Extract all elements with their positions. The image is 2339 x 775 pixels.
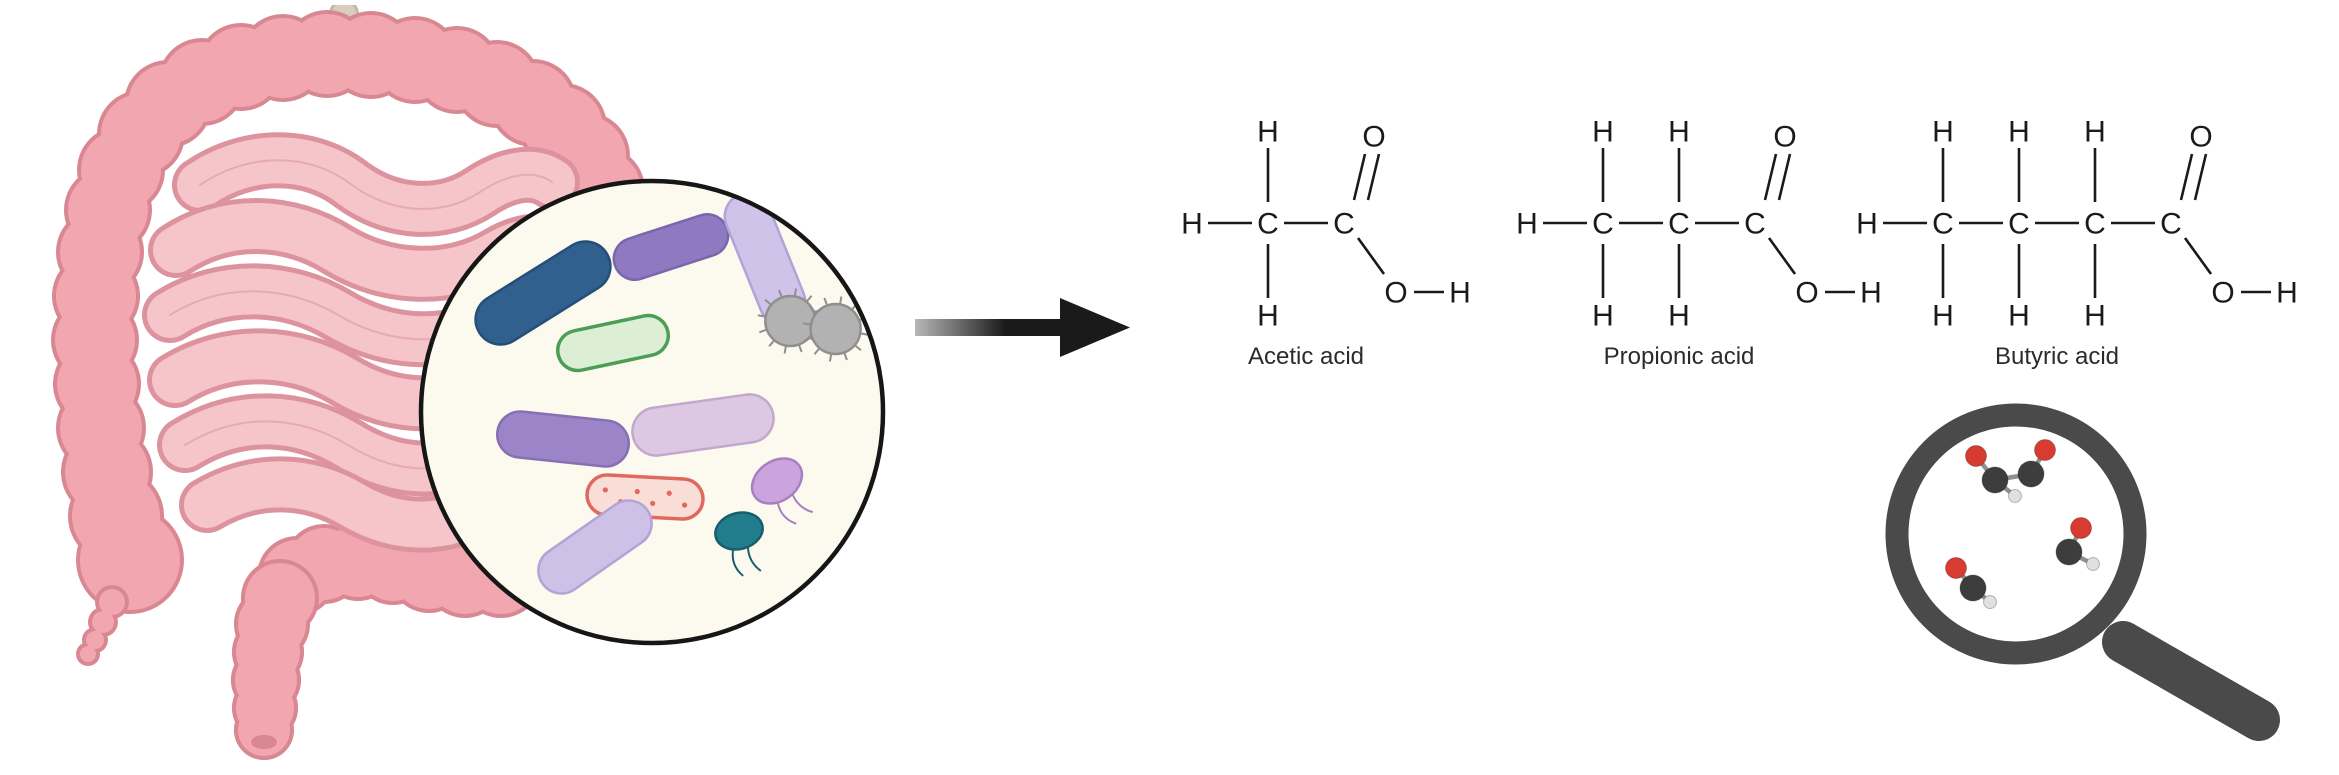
bond-lines — [1208, 148, 1444, 298]
atom-c: C — [1668, 208, 1690, 241]
atom-h: H — [1932, 300, 1954, 333]
atom-h: H — [1856, 208, 1878, 241]
atom-h: H — [1449, 277, 1471, 310]
bacteria-group — [474, 192, 869, 595]
bacterium-rod — [537, 499, 653, 595]
atom-c: C — [1744, 208, 1766, 241]
atom-c: C — [2160, 208, 2182, 241]
bacterium-cocci-pair — [757, 288, 869, 362]
magnifier-ring — [1885, 403, 2147, 665]
oxygen-atom — [1945, 557, 1967, 579]
atom-c: C — [2084, 208, 2106, 241]
carbon-atom — [1959, 574, 1987, 602]
oxygen-atom — [2034, 439, 2056, 461]
oxygen-atom — [2070, 517, 2092, 539]
atom-labels: H C H H C H H C H H C O O H — [1856, 116, 2298, 333]
atom-h: H — [1257, 300, 1279, 333]
molecule-acetic-acid: H C H H C O O H Acetic acid — [1181, 116, 1471, 371]
atom-c: C — [2008, 208, 2030, 241]
atom-h: H — [1668, 300, 1690, 333]
microbiota-zoom-circle — [418, 178, 886, 646]
carbon-atom — [1981, 466, 2009, 494]
oxygen-atom — [1965, 445, 1987, 467]
bond-lines — [1883, 148, 2271, 298]
arrow-icon — [915, 298, 1130, 357]
mini-molecule — [1945, 557, 1997, 609]
atom-c: C — [1592, 208, 1614, 241]
atom-o: O — [1384, 277, 1407, 310]
atom-h: H — [1592, 300, 1614, 333]
atom-h: H — [2008, 300, 2030, 333]
atom-c: C — [1257, 208, 1279, 241]
bacterium-rod — [631, 393, 775, 457]
molecule-propionic-acid: H C H H C H H C O O H Propionic acid — [1516, 116, 1882, 371]
atom-h: H — [2008, 116, 2030, 149]
appendix — [76, 585, 129, 666]
rectum — [231, 559, 319, 760]
bond-lines — [1543, 148, 1855, 298]
mini-molecule — [1965, 439, 2056, 503]
mini-molecule — [2055, 517, 2100, 571]
atom-labels: H C H H C H H C O O H — [1516, 116, 1882, 333]
hydrogen-atom — [1983, 595, 1997, 609]
rectum-tip — [251, 735, 277, 749]
atom-h: H — [1257, 116, 1279, 149]
magnifier-handle — [2102, 621, 2280, 741]
arrow-shape — [915, 298, 1130, 357]
molecule-label: Acetic acid — [1248, 343, 1364, 370]
atom-h: H — [1181, 208, 1203, 241]
carbon-atom — [2017, 460, 2045, 488]
zoom-circle-outline — [418, 178, 886, 646]
molecule-label: Butyric acid — [1995, 343, 2119, 370]
hydrogen-atom — [2086, 557, 2100, 571]
atom-h: H — [1592, 116, 1614, 149]
hydrogen-atom — [2008, 489, 2022, 503]
atom-c: C — [1932, 208, 1954, 241]
molecule-butyric-acid: H C H H C H H C H H C O O H Butyric acid — [1856, 116, 2298, 371]
bacterium-rod — [474, 240, 612, 346]
atom-h: H — [1932, 116, 1954, 149]
bacterium-rod — [495, 410, 631, 468]
bacterium-rod — [556, 313, 670, 373]
carbon-atom — [2055, 538, 2083, 566]
bacterium-oval-flagella — [714, 511, 764, 577]
atom-o: O — [1795, 277, 1818, 310]
atom-o: O — [2189, 121, 2212, 154]
atom-h: H — [1516, 208, 1538, 241]
atom-h: H — [2276, 277, 2298, 310]
atom-labels: H C H H C O O H — [1181, 116, 1471, 333]
atom-h: H — [2084, 116, 2106, 149]
atom-h: H — [1860, 277, 1882, 310]
atom-c: C — [1333, 208, 1355, 241]
molecule-label: Propionic acid — [1604, 343, 1755, 370]
bacterium-oval-flagella — [750, 457, 814, 525]
atom-o: O — [1362, 121, 1385, 154]
atom-h: H — [2084, 300, 2106, 333]
atom-o: O — [1773, 121, 1796, 154]
atom-h: H — [1668, 116, 1690, 149]
magnifying-glass-icon — [1885, 403, 2280, 741]
atom-o: O — [2211, 277, 2234, 310]
